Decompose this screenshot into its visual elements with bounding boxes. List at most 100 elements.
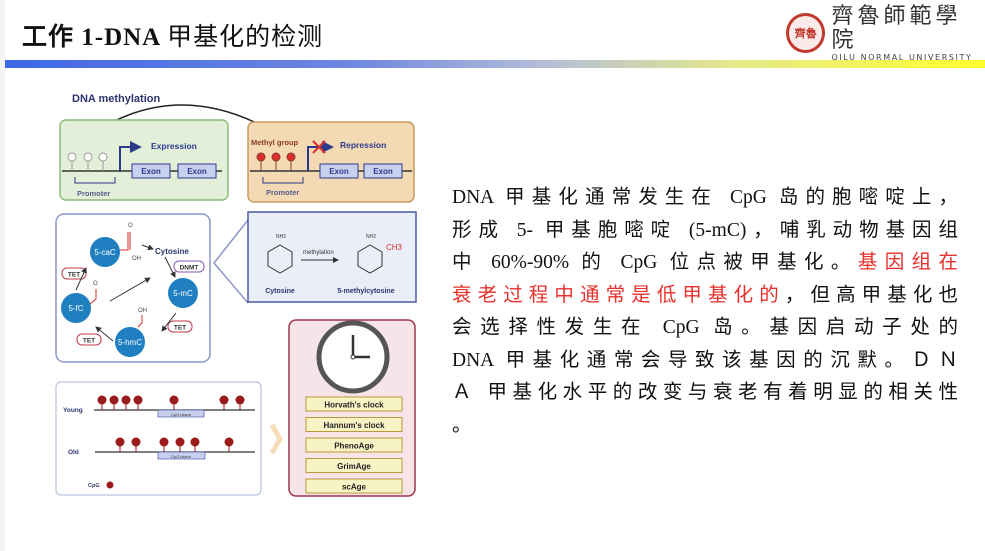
highlighted-text: 基因组在: [857, 252, 958, 273]
clock-icon: [316, 320, 390, 394]
cpg-legend-dot: [106, 481, 114, 489]
5cac-node: 5-caC: [94, 248, 116, 257]
paragraph-text: Ａ 甲基化水平的改变与衰老有着明显的相关性: [452, 382, 958, 403]
dna-methylation-figure: DNA methylation Expression Exon Exon Pro…: [55, 93, 417, 497]
cpg-pin: [190, 437, 200, 447]
tet-badge: TET: [83, 338, 95, 345]
clock-name: GrimAge: [337, 462, 371, 471]
clock-name: Hannum's clock: [323, 421, 385, 430]
cpg-island-label: CpG island: [171, 454, 191, 459]
tet-badge: TET: [68, 272, 80, 279]
oh-label: OH: [132, 256, 141, 262]
seal-text: 齊魯: [794, 27, 817, 40]
chevron-right-icon: [269, 423, 283, 455]
5hmc-node: 5-hmC: [118, 338, 142, 347]
cpg-aging-panel: Young CpG island Old CpG island CpG: [55, 381, 262, 496]
young-cpg-pins: [97, 395, 245, 410]
cpg-pin: [97, 395, 107, 405]
paragraph-text: DNA 甲基化通常会导致该基因的沉默。ＤＮ: [452, 349, 958, 371]
cytosine-caption: Cytosine: [265, 288, 295, 295]
cpg-pin: [115, 437, 125, 447]
zoom-connector: [213, 219, 249, 304]
paragraph-text: 会选择性发生在 CpG 岛。基因启动子处的: [452, 317, 958, 338]
clock-name: scAge: [342, 483, 367, 492]
university-seal-icon: 齊魯: [786, 13, 826, 53]
paragraph-line: 会选择性发生在 CpG 岛。基因启动子处的: [452, 312, 958, 345]
clock-name: Horvath's clock: [324, 401, 384, 410]
paragraph-line: DNA 甲基化通常会导致该基因的沉默。ＤＮ: [452, 345, 958, 378]
dnmt-badge: DNMT: [180, 265, 199, 272]
figure-title: DNA methylation: [72, 93, 160, 105]
highlighted-text: 衰老过程中通常是低甲基化的: [452, 284, 785, 306]
paragraph-line: 中 60%-90% 的 CpG 位点被甲基化。基因组在: [452, 247, 958, 280]
cpg-pin: [109, 395, 119, 405]
paragraph-line: 。: [452, 410, 958, 443]
exon-label: Exon: [373, 167, 393, 176]
repression-label: Repression: [340, 140, 386, 150]
cpg-pin: [219, 395, 229, 405]
paragraph-text: DNA 甲基化通常发生在 CpG 岛的胞嘧啶上，: [452, 187, 958, 208]
young-label: Young: [63, 407, 83, 414]
demethylation-cycle-panel: 5-caC O OH Cytosine DNMT 5-mC TET 5-hmC …: [55, 213, 211, 363]
paragraph-text: 。: [452, 414, 472, 436]
paragraph-text: 中 60%-90% 的 CpG 位点被甲基化。: [452, 252, 858, 273]
cpg-island-label: CpG island: [171, 412, 191, 417]
paragraph-line: 形成 5- 甲基胞嘧啶 (5-mC)，哺乳动物基因组: [452, 215, 958, 248]
old-label: Old: [68, 449, 79, 456]
ch3-label: CH3: [386, 243, 403, 252]
cpg-pin: [159, 437, 169, 447]
clock-item-box: [305, 478, 403, 494]
blocked-x-icon: [312, 140, 326, 154]
exon-label: Exon: [329, 167, 349, 176]
paragraph-line: Ａ 甲基化水平的改变与衰老有着明显的相关性: [452, 377, 958, 410]
cpg-pin: [175, 437, 185, 447]
methylation-label: methylation: [303, 250, 334, 256]
oh-label: OH: [138, 308, 147, 314]
methyl-group-label: Methyl group: [251, 138, 298, 147]
title-suffix: 甲基化的检测: [167, 24, 324, 51]
header-divider-bar: [5, 60, 985, 68]
5-methylcytosine-caption: 5-methylcytosine: [337, 288, 394, 295]
cpg-pin: [169, 395, 179, 405]
paragraph-line: 衰老过程中通常是低甲基化的，但高甲基化也: [452, 280, 958, 313]
expression-label: Expression: [151, 141, 197, 151]
chemistry-panel: NH2 methylation NH2 CH3 Cytosine 5-methy…: [247, 211, 417, 303]
tet-badge: TET: [174, 325, 186, 332]
oxygen-label: O: [93, 281, 98, 287]
clock-item-box: [305, 396, 403, 412]
nh2-label: NH2: [366, 234, 376, 240]
cpg-pin: [121, 395, 131, 405]
exon-label: Exon: [187, 167, 207, 176]
title-prefix: 工作 1-DNA: [22, 24, 168, 51]
cpg-legend-label: CpG: [88, 483, 100, 489]
5mc-node: 5-mC: [173, 289, 193, 298]
nh2-label: NH2: [276, 234, 286, 240]
clock-item-box: [305, 458, 403, 473]
cpg-pin: [133, 395, 143, 405]
description-paragraph: DNA 甲基化通常发生在 CpG 岛的胞嘧啶上， 形成 5- 甲基胞嘧啶 (5-m…: [452, 182, 958, 442]
paragraph-text: ，但高甲基化也: [784, 284, 958, 306]
logo-name-en: QILU NORMAL UNIVERSITY: [831, 52, 973, 62]
old-cpg-pins: [115, 437, 234, 452]
clock-item-box: [305, 437, 403, 453]
expression-panel: Expression Exon Exon Promoter: [59, 119, 229, 201]
logo-name-cn: 齊魯師範學院: [831, 3, 962, 53]
paragraph-line: DNA 甲基化通常发生在 CpG 岛的胞嘧啶上，: [452, 182, 958, 215]
cpg-pin: [131, 437, 141, 447]
exon-label: Exon: [141, 167, 161, 176]
promoter-label: Promoter: [77, 189, 110, 198]
5fc-node: 5-fC: [68, 304, 83, 313]
repression-panel: Methyl group Repression Exon Exon Promot…: [247, 121, 415, 203]
oxygen-label: O: [128, 223, 133, 229]
slide-edge: [0, 0, 5, 551]
cytosine-label: Cytosine: [155, 247, 189, 256]
paragraph-text: 形成 5- 甲基胞嘧啶 (5-mC)，哺乳动物基因组: [452, 219, 958, 241]
slide-title: 工作 1-DNA 甲基化的检测: [22, 17, 323, 53]
clock-item-box: [305, 417, 403, 432]
promoter-label: Promoter: [266, 188, 299, 197]
cpg-pin: [224, 437, 234, 447]
cpg-pin: [235, 395, 245, 405]
clock-name: PhenoAge: [334, 442, 374, 451]
